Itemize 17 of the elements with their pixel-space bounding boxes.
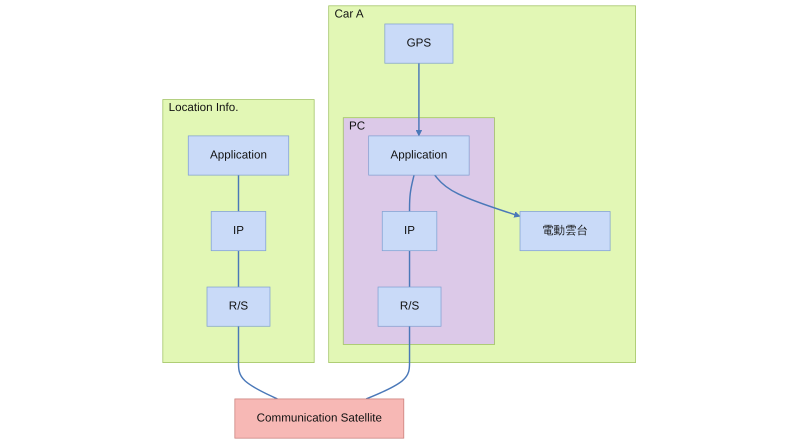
node-box: 電動雲台: [519, 211, 610, 252]
node-box: R/S: [378, 286, 442, 327]
arrow: [416, 63, 422, 136]
node-box: Communication Satellite: [234, 398, 404, 439]
connector: [238, 326, 278, 400]
connector: [238, 175, 240, 212]
node-box: Application: [188, 136, 289, 176]
connector: [366, 326, 410, 400]
connector: [238, 250, 240, 288]
node-box: Application: [368, 136, 470, 176]
connector: [408, 174, 415, 212]
node-box: IP: [382, 211, 437, 252]
node-box: GPS: [384, 24, 454, 64]
node-box: IP: [210, 211, 266, 252]
connector: [408, 250, 410, 288]
node-box: R/S: [206, 286, 270, 327]
arrow: [434, 174, 520, 218]
